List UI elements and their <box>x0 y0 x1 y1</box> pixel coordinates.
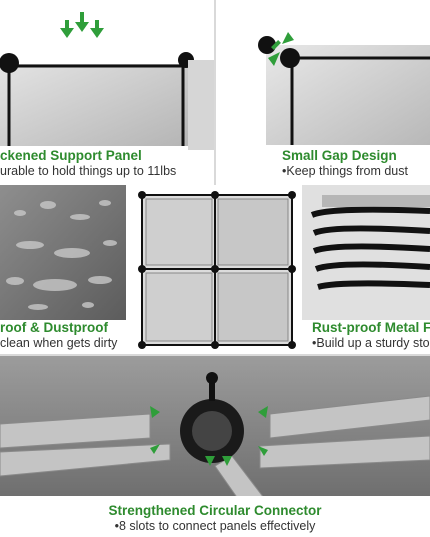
waterproof-section <box>0 185 126 355</box>
gap-title: Small Gap Design <box>282 148 397 163</box>
connector-subtitle: •8 slots to connect panels effectively <box>114 519 316 533</box>
connector-section: Strengthened Circular Connector •8 slots… <box>0 356 430 537</box>
down-arrows-icon <box>60 12 104 38</box>
water-droplets-photo <box>0 185 126 355</box>
connector-ball-left <box>0 53 19 73</box>
divider-vertical-top <box>214 0 216 185</box>
cube-storage-section <box>126 185 302 355</box>
support-subtitle: urable to hold things up to 11lbs <box>0 164 177 178</box>
gap-design-photo <box>216 0 430 185</box>
rustproof-title: Rust-proof Metal F <box>312 320 430 335</box>
cube-frame <box>138 191 296 349</box>
gap-design-section: Small Gap Design •Keep things from dust <box>216 0 430 185</box>
connector-title: Strengthened Circular Connector <box>108 503 322 518</box>
gap-subtitle: •Keep things from dust <box>282 164 408 178</box>
pinch-arrows-icon <box>268 32 294 66</box>
divider-horizontal-mid <box>0 354 430 356</box>
circular-connector <box>180 372 244 463</box>
support-panel-photo <box>0 0 214 185</box>
connector-ball <box>280 48 300 68</box>
cube-storage-photo <box>126 185 302 355</box>
support-title: ckened Support Panel <box>0 148 142 163</box>
support-panel-section: ckened Support Panel urable to hold thin… <box>0 0 214 185</box>
waterproof-subtitle: clean when gets dirty <box>0 336 118 350</box>
slot-arrows-icon <box>150 406 268 466</box>
connector-photo <box>0 356 430 537</box>
metal-frame-photo <box>302 185 430 355</box>
rustproof-section: Rust-proof Metal F •Build up a sturdy st… <box>302 185 430 355</box>
rustproof-subtitle: •Build up a sturdy stora <box>312 336 430 350</box>
waterproof-title-label: roof & Dustproof <box>0 320 108 335</box>
